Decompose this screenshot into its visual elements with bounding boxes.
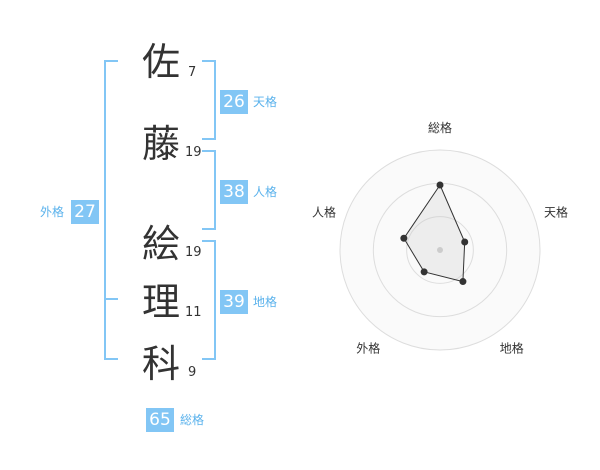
soukaku-label: 総格 [180,413,205,427]
name-char-1: 佐 [141,40,180,84]
stroke-count-5: 9 [188,365,197,380]
radar-series-polygon [403,183,466,283]
radar-point-4 [420,268,428,276]
radar-point-1 [436,181,444,189]
chikaku-label: 地格 [253,295,278,309]
soukaku-value: 65 [146,408,174,432]
radar-point-5 [400,234,408,242]
jinkaku-label: 人格 [253,185,278,199]
radar-axis-label-4: 外格 [356,341,380,356]
stroke-count-3: 19 [185,245,202,260]
name-char-5: 科 [141,342,180,386]
tenkaku-value: 26 [220,90,248,114]
tenkaku-bracket [202,60,216,140]
jinkaku-value: 38 [220,180,248,204]
name-char-3: 絵 [141,222,180,266]
tenkaku-label: 天格 [253,95,278,109]
gaikaku-label: 外格 [40,205,65,219]
gaikaku-bracket-tick [104,298,118,300]
gaikaku-bracket [104,60,118,360]
name-char-2: 藤 [141,122,180,166]
stroke-count-1: 7 [188,65,197,80]
radar-point-2 [461,238,469,246]
chikaku-value: 39 [220,290,248,314]
radar-point-3 [459,278,467,286]
name-char-4: 理 [141,280,180,324]
stroke-count-4: 11 [185,305,202,320]
radar-axis-label-1: 総格 [428,120,452,135]
chikaku-bracket [202,240,216,360]
radar-axis-label-2: 天格 [544,204,568,219]
radar-center-dot [437,247,443,253]
radar-ring-3 [339,149,541,351]
radar-axis-label-3: 地格 [500,341,524,356]
radar-axis-label-5: 人格 [312,204,336,219]
gaikaku-value: 27 [71,200,99,224]
stroke-count-2: 19 [185,145,202,160]
radar-ring-1 [406,216,474,284]
jinkaku-bracket [202,150,216,230]
